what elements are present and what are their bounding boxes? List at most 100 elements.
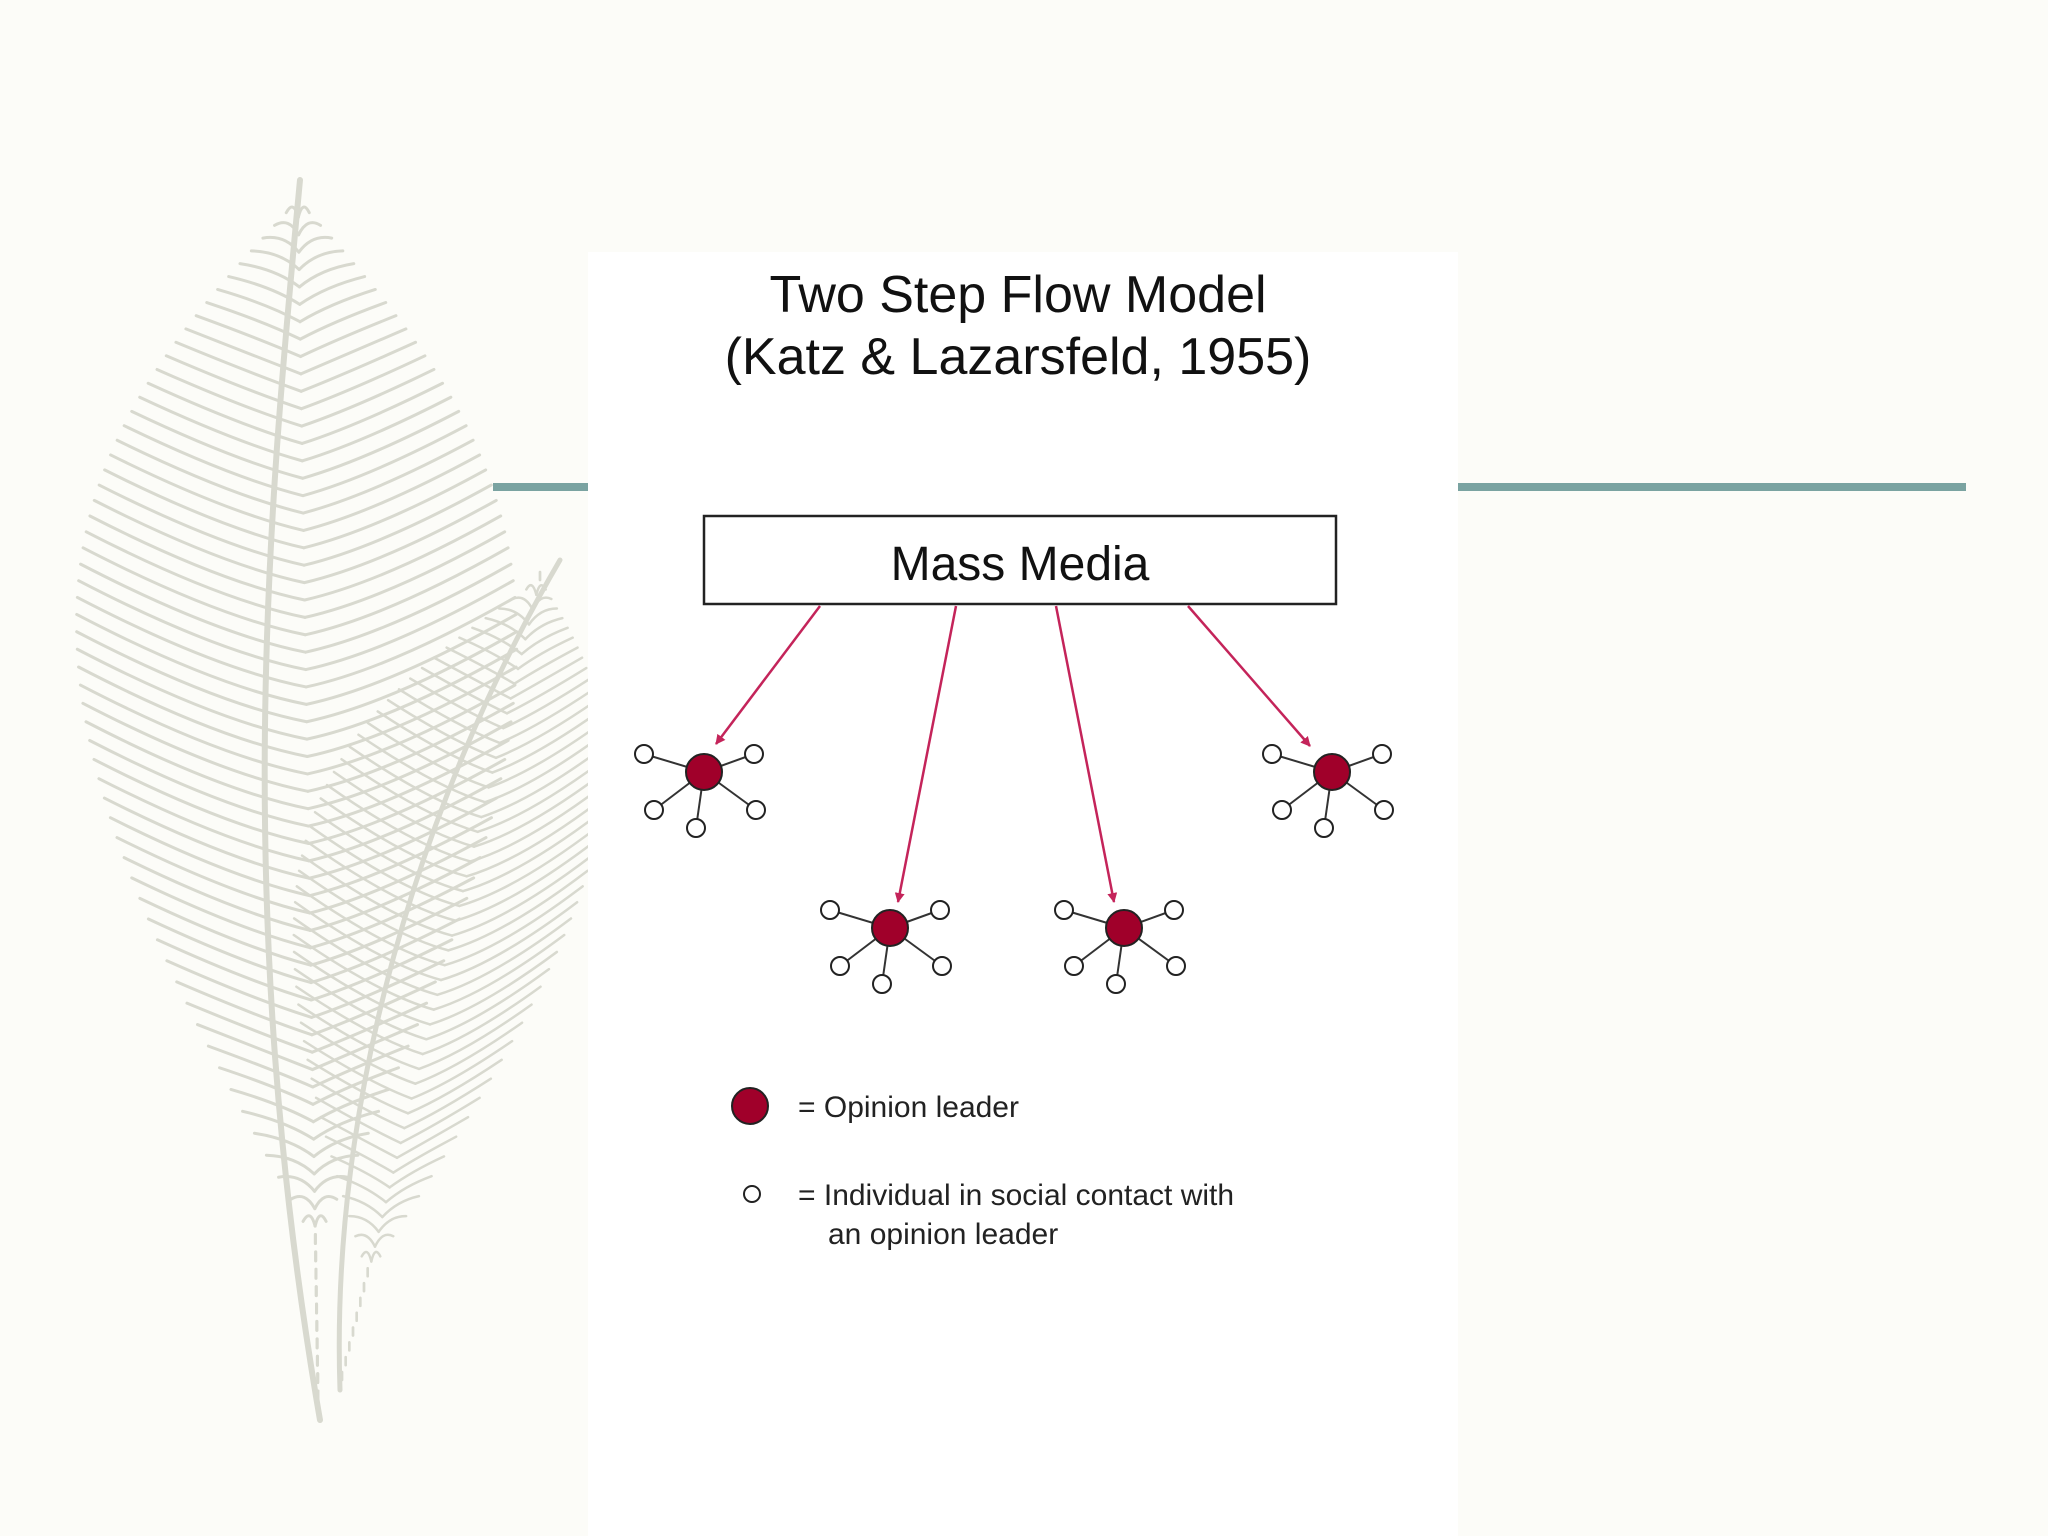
feather-barb [319,1115,399,1160]
feather-barb [295,985,424,1056]
feather-barb [293,900,443,982]
legend-leader-label: = Opinion leader [798,1091,1019,1124]
feather-barb [84,720,310,811]
feather-barb [428,950,559,1026]
opinion-leader-node [1105,909,1143,947]
feather-barb [313,1195,339,1211]
two-step-flow-diagram: Two Step Flow Model (Katz & Lazarsfeld, … [634,266,1394,1251]
cluster-1 [634,744,766,838]
feather-barb [484,616,527,641]
individual-node [930,900,950,920]
feather-barb [165,959,314,1019]
feather-barb [388,1155,446,1189]
feather-barb [319,797,468,878]
feather-barb [292,917,439,997]
feather-barb [175,980,314,1037]
feather-barb [252,1131,316,1159]
individual-node [1372,744,1392,764]
feather-barb [491,710,600,774]
feather-barb [381,1194,421,1219]
feather-barb [494,698,598,760]
feather-barb [109,453,306,532]
feather-decoration [75,177,600,1423]
feather-barb [77,665,309,759]
feather-barb [313,810,465,893]
feather-barb [304,839,457,922]
feather-barb [295,885,446,967]
feather-barb [309,917,462,985]
feather-barb [432,656,512,700]
feather-barb [436,917,573,997]
feather-barb [376,710,494,774]
individual-node [634,744,654,764]
feather-barb [155,938,313,1002]
feather-barb [354,1233,377,1248]
feather-barb [300,395,453,463]
individual-node [1064,956,1084,976]
feather-barb [348,745,483,819]
feather-barb [516,636,574,671]
feather-barb [292,933,435,1011]
feather-barb [471,626,523,656]
feather-barb [392,1135,458,1174]
feather-barb [302,498,498,585]
feather-barb [527,607,559,626]
feather-barb [174,340,303,393]
feather-barb [472,773,600,848]
feather-barb [297,869,450,952]
feather-barb [88,514,307,602]
feather-barb [205,301,302,341]
feather-barb [241,1109,316,1141]
feather-barb [75,612,308,706]
feather-barb [81,701,310,793]
individual-node [1272,800,1292,820]
feather-barb [420,666,509,715]
feather-barb [97,777,311,863]
feather-barb [155,367,304,428]
feather-barb [300,381,445,445]
feather-barb [310,1001,429,1054]
feather-barb [469,786,600,863]
feather-barb [273,221,301,237]
feather-barb [298,275,367,306]
feather-barb [122,424,305,498]
feather-barb [122,856,312,932]
feather-barb [146,917,313,985]
feather-barb [303,514,503,602]
accent-rule-right [1458,483,1966,491]
feather-barb [78,683,310,776]
feather-barb [75,595,308,689]
feather-barb [184,327,303,376]
feather-barb [445,646,516,685]
feather-barb [84,530,307,619]
feather-barb [261,235,301,254]
feather-barb [238,262,301,289]
legend: = Opinion leader = Individual in social … [731,1087,1234,1251]
mass-media-box [702,514,1338,606]
feather-barb [384,1174,433,1204]
feather-barb [301,1214,317,1228]
arrow-to-leader-4 [1187,605,1311,747]
individual-node [644,800,664,820]
feather-barb [535,584,547,597]
feather-barb [465,799,600,878]
feather-barb [292,950,432,1026]
feather-barb [194,314,303,359]
feather-barb [309,938,454,1002]
feather-barb [487,722,600,789]
feather-barb [305,647,519,741]
feather-barb [102,796,311,880]
feather-barb [304,579,515,672]
feather-barb [377,1214,408,1234]
feather-barb [88,738,310,828]
feather-barb [432,933,566,1011]
feather-barb [195,1023,314,1072]
feather-barb [458,825,600,908]
feather-barb [115,836,312,915]
feather-barb [461,811,600,893]
feather-barb [308,825,461,908]
feather-barb [146,381,304,445]
feather-barb [138,395,304,463]
feather-barb [313,1214,328,1228]
feather-barb [296,205,311,219]
